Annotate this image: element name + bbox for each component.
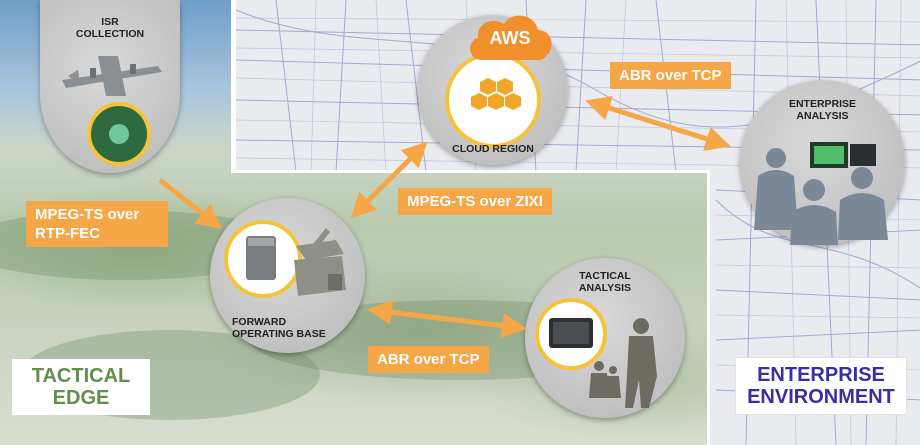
cloud-icon [470, 15, 552, 60]
enterprise-title-line2: ANALYSIS [796, 110, 849, 122]
tactical-edge-zone-label: TACTICAL EDGE [12, 359, 150, 415]
tactical-edge-line2: EDGE [52, 387, 110, 409]
enterprise-node-title: ENTERPRISE ANALYSIS [740, 98, 905, 122]
label-isr-to-fob: MPEG-TS over RTP-FEC [26, 201, 168, 247]
isr-title-line2: COLLECTION [75, 28, 145, 40]
map-frame-divider [707, 170, 710, 445]
enterprise-title-line1: ENTERPRISE [788, 98, 857, 110]
enterprise-analysis-node: ENTERPRISE ANALYSIS [740, 80, 905, 245]
tactical-title-line2: ANALYSIS [578, 282, 632, 294]
arrow-fob-to-tactical [367, 299, 527, 339]
tactical-node-title: TACTICAL ANALYSIS [525, 270, 685, 294]
aircraft-icon [62, 56, 162, 96]
fob-title-line1: FORWARD [232, 316, 287, 328]
map-frame-step [231, 170, 710, 173]
tactical-edge-line1: TACTICAL [31, 365, 131, 387]
sensor-camera-icon [87, 102, 151, 166]
isr-node-title: ISR COLLECTION [40, 16, 180, 40]
arrow-fob-to-cloud [350, 141, 428, 219]
encoder-device-icon [224, 220, 302, 298]
enterprise-environment-line2: ENVIRONMENT [747, 386, 895, 408]
enterprise-environment-line1: ENTERPRISE [757, 364, 885, 386]
hexagon-cluster-icon [471, 78, 521, 110]
soldiers-icon [589, 318, 657, 408]
isr-collection-node: ISR COLLECTION [40, 0, 180, 173]
arrow-isr-to-fob [158, 178, 222, 230]
street-map [236, 0, 920, 445]
forward-operating-base-node: FORWARD OPERATING BASE [210, 198, 365, 353]
isr-title-line1: ISR [101, 16, 119, 28]
fob-title-line2: OPERATING BASE [232, 328, 326, 340]
cloud-region-title: CLOUD REGION [452, 143, 534, 155]
tactical-analysis-node: TACTICAL ANALYSIS [525, 258, 685, 418]
label-cloud-to-enterprise: ABR over TCP [610, 62, 731, 89]
label-isr-to-fob-line2: RTP-FEC [35, 225, 100, 242]
arrow-cloud-to-enterprise [585, 96, 731, 151]
rugged-tablet-icon [535, 298, 607, 370]
aws-services-icon [445, 52, 541, 148]
enterprise-environment-zone-label: ENTERPRISE ENVIRONMENT [735, 357, 907, 415]
label-fob-to-cloud: MPEG-TS over ZIXI [398, 188, 552, 215]
label-fob-to-tactical: ABR over TCP [368, 346, 489, 373]
fob-node-title: FORWARD OPERATING BASE [232, 316, 342, 340]
analysts-at-workstation-icon [754, 142, 888, 245]
label-isr-to-fob-line1: MPEG-TS over [35, 206, 140, 223]
aws-logo-text: AWS [489, 28, 531, 48]
aws-cloud-logo: AWS [464, 8, 556, 68]
tactical-title-line1: TACTICAL [579, 270, 631, 282]
field-equipment-icon [294, 228, 346, 296]
